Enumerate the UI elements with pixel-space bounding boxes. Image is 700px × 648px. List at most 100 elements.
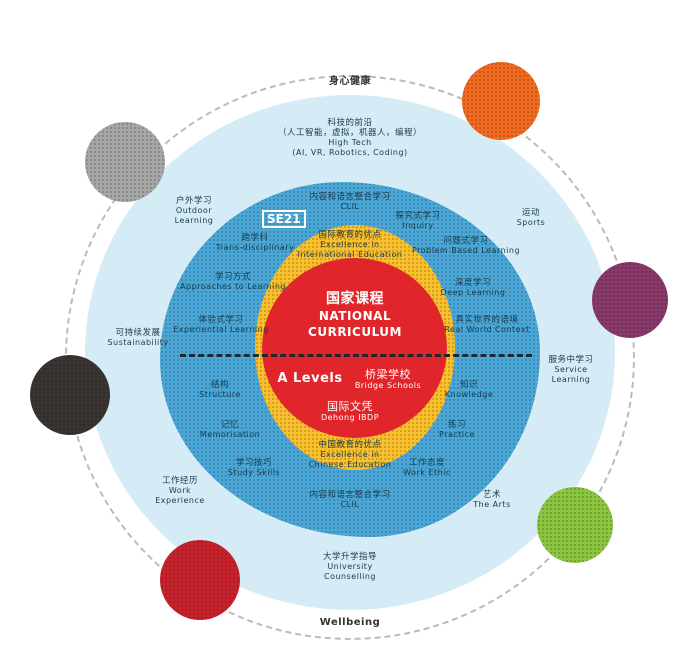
blue-zone-en: Trans-disciplinary xyxy=(215,243,295,252)
outer-zone-en: Outdoor xyxy=(175,206,213,215)
blue-zone-en: Work Ethic xyxy=(403,468,451,477)
ibdp-label: 国际文凭 Dehong IBDP xyxy=(321,400,379,423)
outer-zone-en: The Arts xyxy=(473,500,511,509)
orange-circle xyxy=(462,62,540,140)
blue-zone-zh: 练习 xyxy=(447,420,467,430)
outer-zone-label: 科技的前沿（人工智能，虚拟，机器人，编程）High Tech(AI, VR, R… xyxy=(278,118,422,158)
blue-zone-zh: 探究式学习 xyxy=(395,211,441,221)
blue-zone-en: Deep Learning xyxy=(440,288,506,297)
outer-zone-en: Service xyxy=(554,365,588,374)
blue-zone-zh: 学习技巧 xyxy=(235,458,272,468)
outer-zone-zh: 服务中学习 xyxy=(548,355,594,365)
green-circle xyxy=(537,487,613,563)
divider-line xyxy=(180,354,532,357)
outer-zone-zh: 可持续发展 xyxy=(115,328,161,338)
outer-zone-en2: Learning xyxy=(551,375,591,384)
core-label: 国家课程 NATIONAL CURRICULUM xyxy=(308,290,402,340)
core-zh: 国家课程 xyxy=(325,291,384,307)
black-circle xyxy=(30,355,110,435)
blue-zone-zh: 体验式学习 xyxy=(198,315,244,325)
chinese-zh: 中国教育的优点 xyxy=(318,440,382,450)
blue-zone-zh: 深度学习 xyxy=(454,278,492,288)
blue-zone-zh: 内容和语言整合学习 xyxy=(309,192,391,202)
chinese-en1: Excellence in xyxy=(320,450,380,459)
gray-circle xyxy=(85,122,165,202)
blue-zone-en: Problem Based Learning xyxy=(411,246,521,255)
outer-zone-en2: Counselling xyxy=(323,572,377,581)
outer-zone-zh: 工作经历 xyxy=(161,476,198,486)
chinese-en2: Chinese Education xyxy=(308,460,392,469)
outer-zone-zh: 大学升学指导 xyxy=(322,552,378,562)
blue-zone-zh: 知识 xyxy=(459,380,479,390)
blue-zone-zh: 工作态度 xyxy=(408,458,445,468)
bridge-schools-label: 桥梁学校 Bridge Schools xyxy=(355,368,421,391)
bridge-en: Bridge Schools xyxy=(354,381,422,390)
blue-zone-zh: 学习方式 xyxy=(214,272,252,282)
outer-zone-zh: 运动 xyxy=(521,208,540,218)
intl-excellence-label: 国际教育的优点 Excellence in International Educ… xyxy=(298,230,403,260)
ring-label-top: 身心健康 xyxy=(329,76,371,87)
blue-zone-en: CLIL xyxy=(340,500,360,509)
blue-zone-en: Approaches to Learning xyxy=(180,282,286,291)
national-curriculum-circle xyxy=(262,258,447,438)
blue-zone-en: Real World Context xyxy=(444,325,530,334)
blue-zone-en: Practice xyxy=(439,430,475,439)
outer-zone-zh: 艺术 xyxy=(482,490,501,500)
chinese-excellence-label: 中国教育的优点 Excellence in Chinese Education xyxy=(309,440,392,470)
intl-en1: Excellence in xyxy=(320,240,380,249)
a-levels-label: A Levels xyxy=(277,371,343,386)
outer-zone-en2: Learning xyxy=(174,216,214,225)
blue-zone-zh: 结构 xyxy=(210,380,229,390)
blue-zone-zh: 内容和语言整合学习 xyxy=(309,490,391,500)
blue-zone-en: Experiential Learning xyxy=(173,325,269,334)
ib-en: Dehong IBDP xyxy=(320,413,380,422)
outer-zone-zh: 科技的前沿 xyxy=(327,118,373,128)
outer-zone-en2: Experience xyxy=(155,496,205,505)
blue-zone-en: Memorisation xyxy=(199,430,261,439)
blue-zone-en: Knowledge xyxy=(444,390,494,399)
outer-zone-en: Sports xyxy=(516,218,546,227)
se21-logo: SE21 xyxy=(262,210,306,228)
intl-en2: International Education xyxy=(297,250,403,259)
ib-zh: 国际文凭 xyxy=(326,400,373,413)
blue-zone-en: CLIL xyxy=(340,202,360,211)
blue-zone-zh: 跨学科 xyxy=(241,233,269,243)
outer-zone-en: Sustainability xyxy=(107,338,169,347)
outer-zone-zh2: （人工智能，虚拟，机器人，编程） xyxy=(277,128,423,138)
intl-zh: 国际教育的优点 xyxy=(318,230,382,240)
outer-zone-en: High Tech xyxy=(328,138,372,147)
ring-label-bottom: Wellbeing xyxy=(319,617,381,628)
blue-zone-en: Study Skills xyxy=(227,468,281,477)
bridge-zh: 桥梁学校 xyxy=(364,368,411,381)
outer-zone-en: Work xyxy=(168,486,192,495)
blue-zone-en: Inquiry xyxy=(402,221,434,230)
outer-zone-zh: 户外学习 xyxy=(175,196,213,206)
blue-zone-zh: 真实世界的语境 xyxy=(455,315,519,325)
core-en2: CURRICULUM xyxy=(308,325,402,339)
outer-zone-en: University xyxy=(327,562,373,571)
red-circle xyxy=(160,540,240,620)
outer-zone-en2: (AI, VR, Robotics, Coding) xyxy=(292,148,408,157)
purple-circle xyxy=(592,262,668,338)
